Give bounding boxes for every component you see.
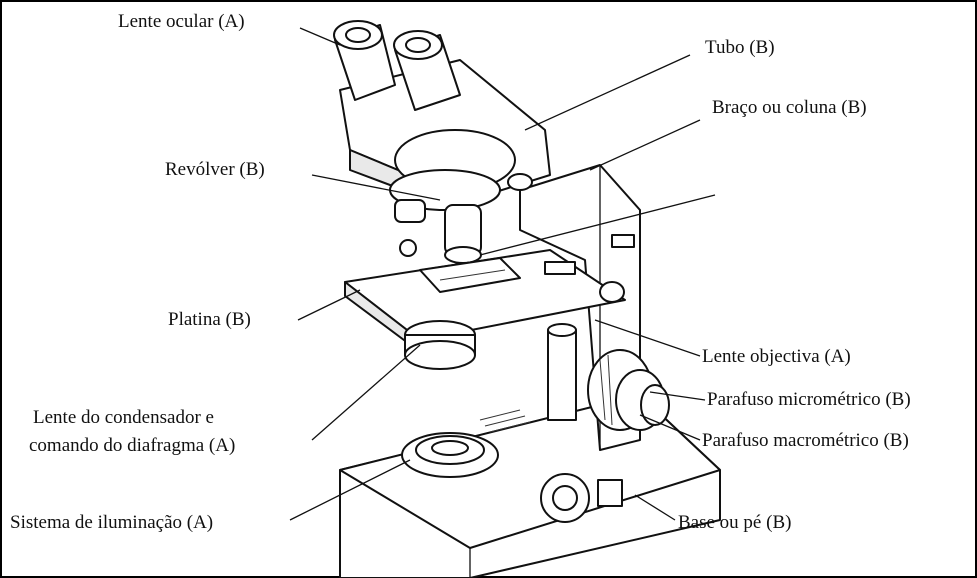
label-condensador-line1: Lente do condensador e <box>33 408 214 427</box>
label-tubo: Tubo (B) <box>705 38 775 57</box>
label-parafuso-micrometrico: Parafuso micrométrico (B) <box>707 390 911 409</box>
label-parafuso-macrometrico: Parafuso macrométrico (B) <box>702 431 909 450</box>
label-sistema-iluminacao: Sistema de iluminação (A) <box>10 513 213 532</box>
label-condensador-line2: comando do diafragma (A) <box>29 436 235 455</box>
label-revolver: Revólver (B) <box>165 160 265 179</box>
condenser-drawing <box>405 321 475 369</box>
label-lente-ocular: Lente ocular (A) <box>118 12 245 31</box>
label-platina: Platina (B) <box>168 310 251 329</box>
label-base-pe: Base ou pé (B) <box>678 513 791 532</box>
label-braco-coluna: Braço ou coluna (B) <box>712 98 867 117</box>
label-lente-objectiva: Lente objectiva (A) <box>702 347 851 366</box>
